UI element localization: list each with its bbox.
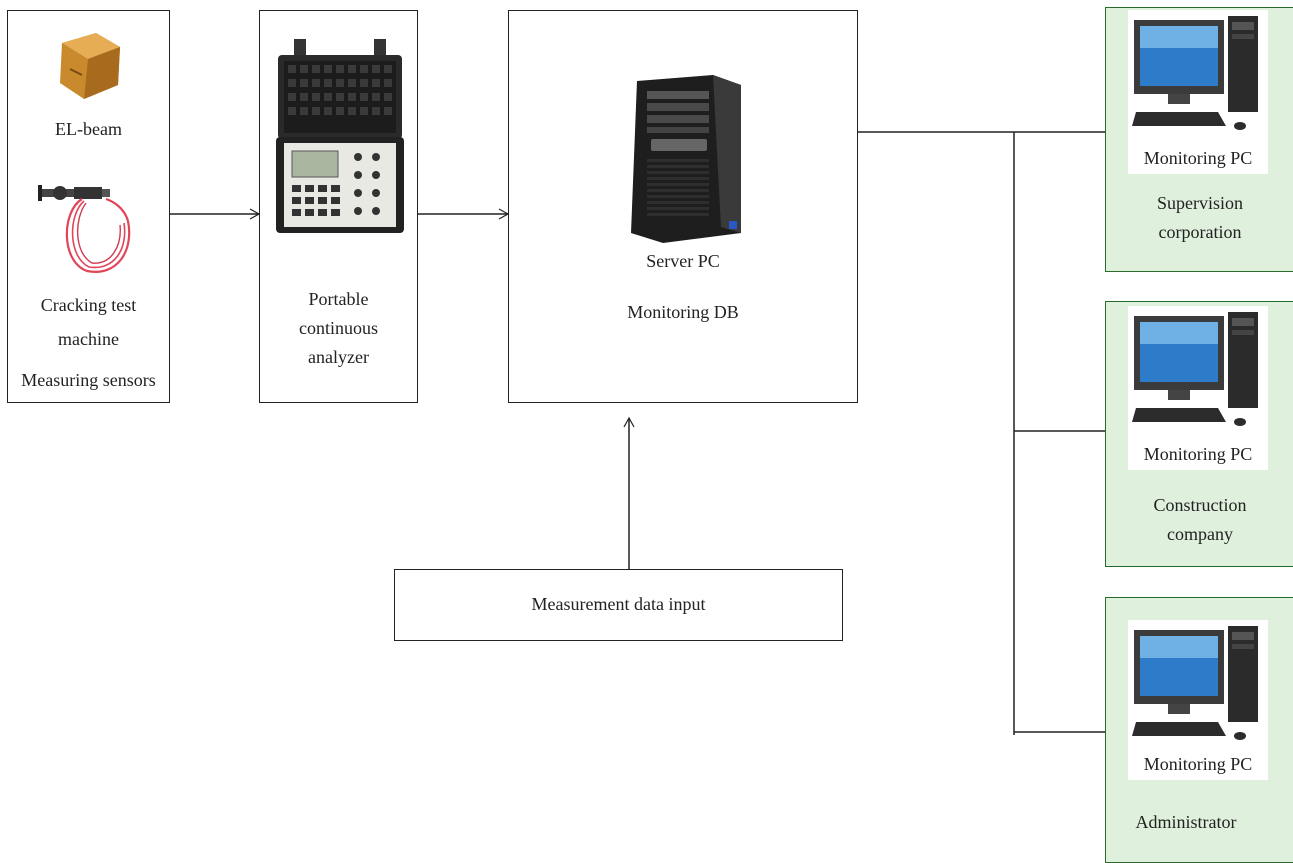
client-2-org-label: Construction company (1153, 495, 1247, 544)
measuring-sensors-label: Measuring sensors (21, 370, 156, 390)
desktop-computer-icon (1132, 16, 1258, 130)
sensors-box: EL-beam Cracking test machine Measuring … (7, 10, 170, 403)
analyzer-box: Portable continuous analyzer (259, 10, 418, 403)
monitoring-pc-card: Monitoring PC (1128, 10, 1268, 174)
client-box-supervision: Monitoring PC Supervision corporation (1105, 7, 1293, 272)
client-box-construction: Monitoring PC Construction company (1105, 301, 1293, 567)
desktop-computer-icon (1132, 312, 1258, 426)
analyzer-image (276, 39, 404, 233)
measurement-input-box: Measurement data input (394, 569, 843, 641)
monitoring-pc-card: Monitoring PC (1128, 620, 1268, 780)
client-2-pc-label: Monitoring PC (1143, 444, 1253, 464)
client-box-administrator: Monitoring PC Administrator (1105, 597, 1293, 863)
measurement-input-label: Measurement data input (531, 594, 706, 614)
client-3-org-label: Administrator (1135, 812, 1237, 832)
desktop-computer-icon (1132, 626, 1258, 740)
client-1-pc-label: Monitoring PC (1143, 148, 1253, 168)
el-beam-image (60, 33, 120, 99)
client-1-org-label: Supervision corporation (1156, 193, 1243, 242)
sensor-cable-image (38, 185, 131, 273)
client-3-pc-label: Monitoring PC (1143, 754, 1253, 774)
server-box: Server PC Monitoring DB (508, 10, 858, 403)
monitoring-pc-card: Monitoring PC (1128, 306, 1268, 470)
server-pc-label: Server PC (646, 251, 720, 271)
monitoring-db-label: Monitoring DB (627, 302, 739, 322)
el-beam-label: EL-beam (55, 119, 122, 139)
cracking-machine-label: Cracking test machine (40, 295, 137, 349)
analyzer-label: Portable continuous analyzer (299, 289, 378, 367)
server-tower-image (631, 75, 741, 243)
